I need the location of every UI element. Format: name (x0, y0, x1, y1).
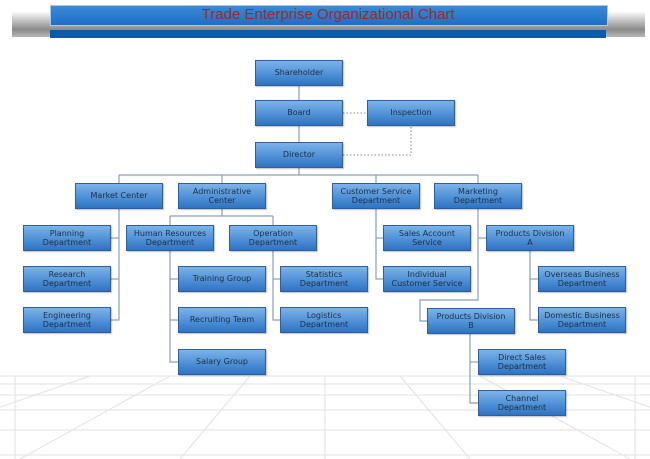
node-statistics[interactable]: Statistics Department (280, 266, 368, 292)
node-direct-sales[interactable]: Direct Sales Department (478, 349, 566, 375)
node-marketing[interactable]: Marketing Department (434, 183, 522, 209)
node-engineering[interactable]: Engineering Department (23, 307, 111, 333)
node-human-resources[interactable]: Human Resources Department (126, 225, 214, 251)
node-inspection[interactable]: Inspection (367, 100, 455, 126)
node-operation[interactable]: Operation Department (229, 225, 317, 251)
node-logistics[interactable]: Logistics Department (280, 307, 368, 333)
node-salary[interactable]: Salary Group (178, 349, 266, 375)
node-board[interactable]: Board (255, 100, 343, 126)
node-recruiting[interactable]: Recruiting Team (178, 307, 266, 333)
node-planning[interactable]: Planning Department (23, 225, 111, 251)
node-training[interactable]: Training Group (178, 266, 266, 292)
title-bar (50, 5, 608, 26)
title-bar-underline (50, 30, 606, 38)
node-sales-account[interactable]: Sales Account Service (383, 225, 471, 251)
node-customer-service[interactable]: Customer Service Department (332, 183, 420, 209)
chart-title: Trade Enterprise Organizational Chart (201, 6, 455, 23)
node-individual-customer-service[interactable]: Individual Customer Service (383, 266, 471, 292)
node-shareholder[interactable]: Shareholder (255, 60, 343, 86)
node-overseas-business[interactable]: Overseas Business Department (538, 266, 626, 292)
node-director[interactable]: Director (255, 142, 343, 168)
node-administrative-center[interactable]: Administrative Center (178, 183, 266, 209)
node-domestic-business[interactable]: Domestic Business Department (538, 307, 626, 333)
node-products-division-a[interactable]: Products Division A (486, 225, 574, 251)
node-market-center[interactable]: Market Center (75, 183, 163, 209)
node-channel[interactable]: Channel Department (478, 390, 566, 416)
node-products-division-b[interactable]: Products Division B (427, 308, 515, 334)
node-research[interactable]: Research Department (23, 266, 111, 292)
